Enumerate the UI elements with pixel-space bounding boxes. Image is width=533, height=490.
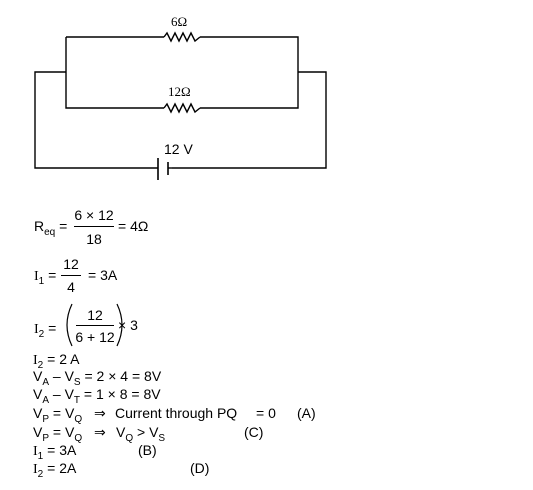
resistor-6-ohm <box>163 31 201 43</box>
implies-arrow: ⇒ <box>94 424 106 440</box>
resistor-12-ohm <box>163 102 201 114</box>
req-denominator: 18 <box>86 231 102 247</box>
implies-arrow: ⇒ <box>94 405 106 421</box>
label-12-volt: 12 V <box>164 141 193 157</box>
line-i2-value: I2 = 2 A <box>33 351 80 371</box>
line-va-vt: VA – VT = 1 × 8 = 8V <box>33 386 161 406</box>
label-6-ohm: 6Ω <box>171 14 188 29</box>
option-b: (B) <box>138 442 157 458</box>
outer-wire <box>34 71 327 169</box>
line-va-vs: VA – VS = 2 × 4 = 8V <box>33 368 162 388</box>
option-a: (A) <box>297 405 316 421</box>
option-d: (D) <box>190 460 210 476</box>
req-result: = 4Ω <box>118 218 149 234</box>
i2-multiplier: × 3 <box>118 317 138 333</box>
i1-result: = 3A <box>88 267 118 283</box>
i2-numerator: 12 <box>87 307 103 323</box>
req-numerator: 6 × 12 <box>74 207 114 223</box>
label-12-ohm: 12Ω <box>168 84 191 99</box>
i2-denominator: 6 + 12 <box>75 329 115 345</box>
i1-numerator: 12 <box>63 256 79 272</box>
i1-denominator: 4 <box>67 279 75 295</box>
option-c: (C) <box>244 424 264 440</box>
